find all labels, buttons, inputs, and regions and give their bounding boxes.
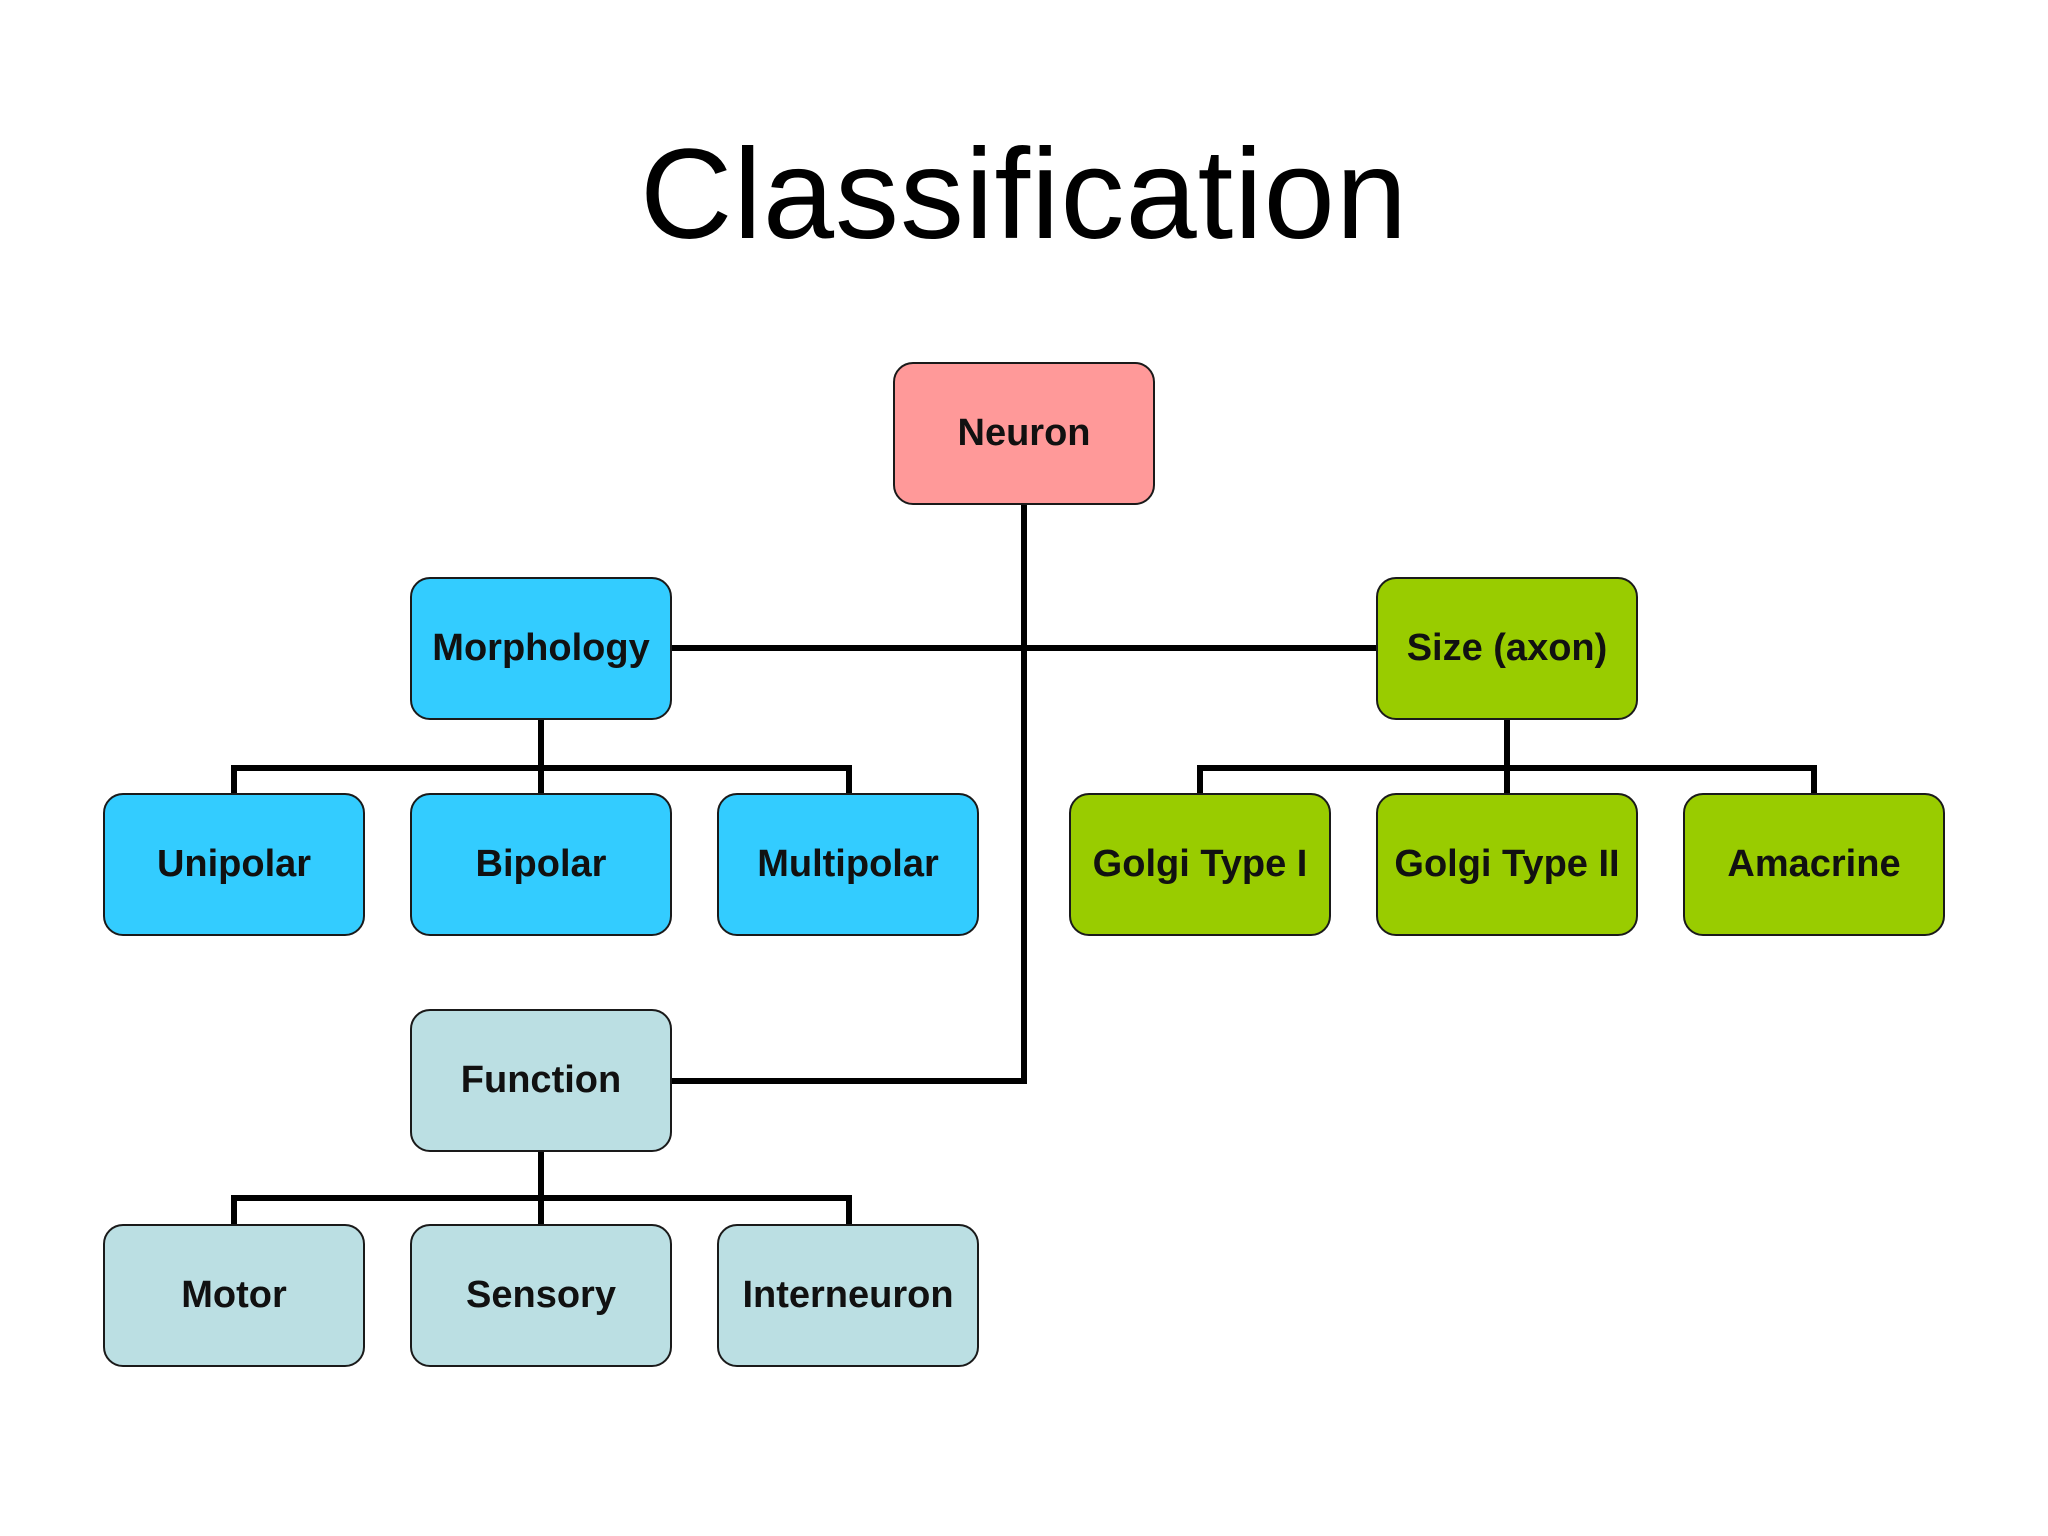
node-interneuron: Interneuron — [717, 1224, 979, 1367]
node-size-axon-label: Size (axon) — [1406, 627, 1608, 669]
node-interneuron-label: Interneuron — [742, 1274, 954, 1316]
node-amacrine: Amacrine — [1683, 793, 1945, 936]
node-neuron-label: Neuron — [957, 412, 1091, 454]
node-golgi-type-2: Golgi Type II — [1376, 793, 1638, 936]
node-bipolar: Bipolar — [410, 793, 672, 936]
node-motor-label: Motor — [181, 1274, 287, 1316]
node-function: Function — [410, 1009, 672, 1152]
node-multipolar: Multipolar — [717, 793, 979, 936]
node-neuron: Neuron — [893, 362, 1155, 505]
node-function-label: Function — [460, 1059, 622, 1101]
connector-neuron-function — [670, 501, 1027, 1084]
node-amacrine-label: Amacrine — [1727, 843, 1901, 885]
node-unipolar-label: Unipolar — [156, 843, 312, 885]
connector-function-children — [231, 1149, 852, 1227]
node-size-axon: Size (axon) — [1376, 577, 1638, 720]
node-morphology: Morphology — [410, 577, 672, 720]
node-motor: Motor — [103, 1224, 365, 1367]
node-sensory-label: Sensory — [466, 1274, 616, 1316]
node-sensory: Sensory — [410, 1224, 672, 1367]
node-multipolar-label: Multipolar — [757, 843, 939, 885]
node-golgi-type-1-label: Golgi Type I — [1092, 843, 1308, 885]
node-bipolar-label: Bipolar — [475, 843, 607, 885]
slide-title: Classification — [639, 123, 1409, 266]
node-golgi-type-1: Golgi Type I — [1069, 793, 1331, 936]
node-unipolar: Unipolar — [103, 793, 365, 936]
node-morphology-label: Morphology — [432, 627, 650, 669]
node-golgi-type-2-label: Golgi Type II — [1394, 843, 1620, 885]
connector-size-children — [1197, 717, 1817, 795]
connector-morphology-children — [231, 717, 852, 795]
